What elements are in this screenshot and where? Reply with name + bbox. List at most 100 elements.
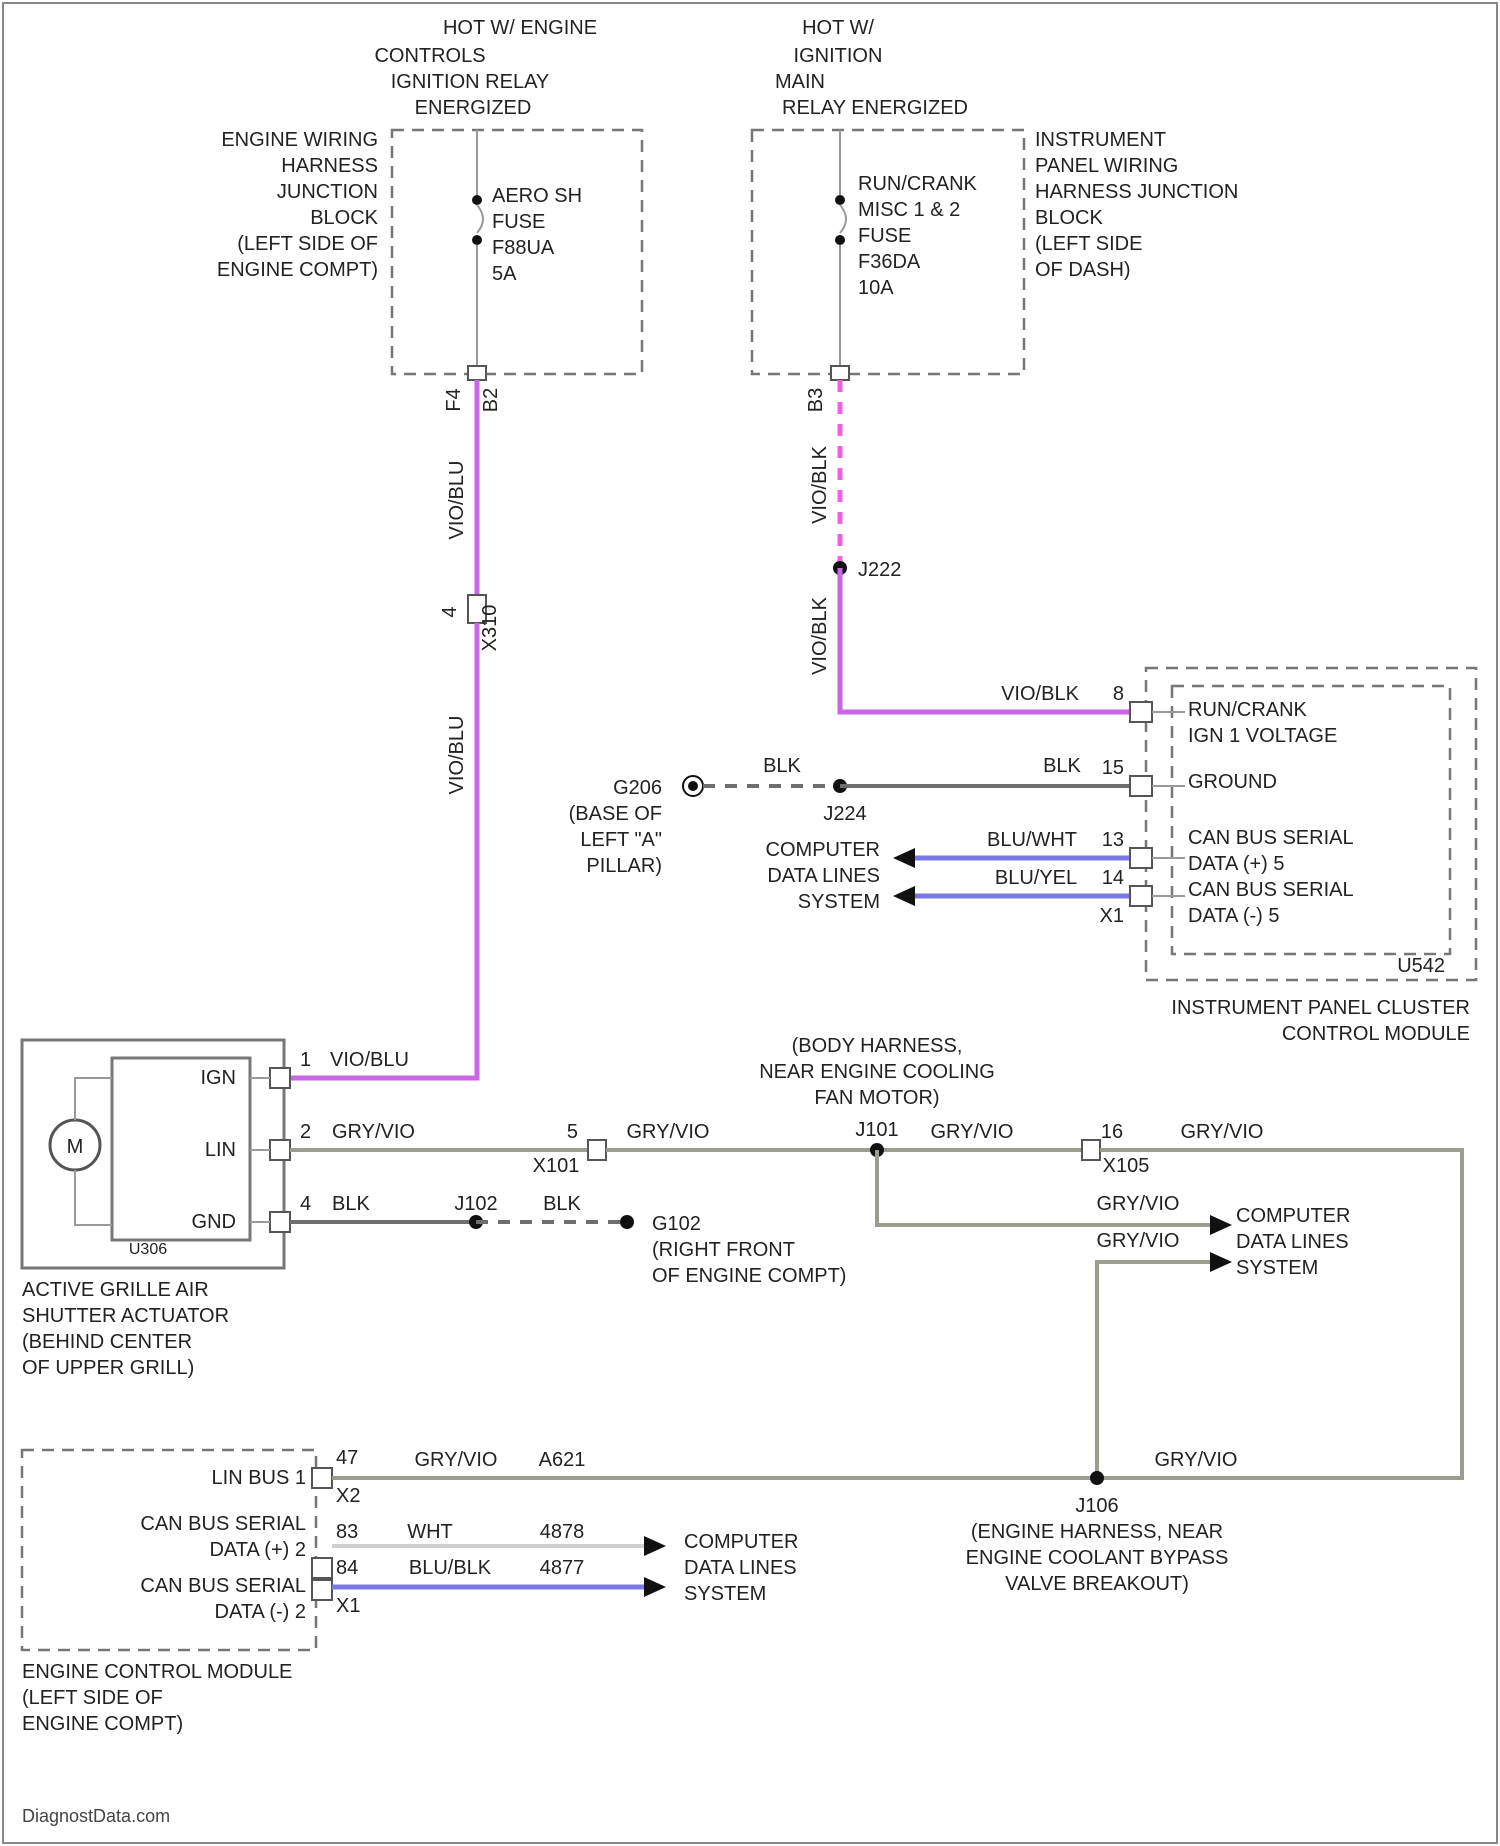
actuator-pin-1-connector bbox=[270, 1068, 290, 1088]
connector-x101 bbox=[588, 1140, 606, 1160]
ground-g206-label-1: (BASE OF bbox=[569, 803, 662, 825]
connector-x101-pin: 5 bbox=[567, 1121, 578, 1143]
arrow-j101-branch bbox=[1210, 1215, 1232, 1235]
ecm-func-can-minus: DATA (-) 2 bbox=[215, 1601, 306, 1623]
engine-block-label-4: BLOCK bbox=[310, 207, 378, 229]
arrow-blu-blk bbox=[644, 1577, 666, 1597]
arrow-blu-wht bbox=[893, 848, 915, 868]
ip-junction-block: INSTRUMENT PANEL WIRING HARNESS JUNCTION… bbox=[752, 129, 1238, 412]
wire-vio-blk-solid bbox=[840, 568, 1130, 712]
header-hot-engine-line-3: IGNITION RELAY bbox=[391, 71, 550, 93]
fuse-runcrank-icon bbox=[840, 205, 846, 233]
ecm-pin-84-connector bbox=[312, 1580, 332, 1600]
fuse-runcrank-desc: MISC 1 & 2 bbox=[858, 199, 960, 221]
engine-block-label-5: (LEFT SIDE OF bbox=[237, 233, 378, 255]
ground-g206-id: G206 bbox=[613, 777, 662, 799]
actuator-pin-4-connector bbox=[270, 1212, 290, 1232]
splice-j106-label: J106 bbox=[1075, 1495, 1118, 1517]
actuator-pin-2-connector bbox=[270, 1140, 290, 1160]
ecm-circuit-4877: 4877 bbox=[540, 1557, 585, 1579]
body-cdl-label-3: SYSTEM bbox=[1236, 1257, 1318, 1279]
ipc-cdl-label-2: DATA LINES bbox=[767, 865, 880, 887]
ecm-pin-84: 84 bbox=[336, 1557, 358, 1579]
wire-gry-vio-label-2: GRY/VIO bbox=[627, 1121, 710, 1143]
ground-g206-center bbox=[688, 781, 698, 791]
body-cdl-label-1: COMPUTER bbox=[1236, 1205, 1350, 1227]
wire-wht-label: WHT bbox=[407, 1521, 453, 1543]
actuator-pin-2: 2 bbox=[300, 1121, 311, 1143]
wire-blk-label-ipc: BLK bbox=[1043, 755, 1081, 777]
splice-j222-label: J222 bbox=[858, 559, 901, 581]
actuator-label-3: (BEHIND CENTER bbox=[22, 1331, 192, 1353]
ipc-func-can-minus-title: CAN BUS SERIAL bbox=[1188, 879, 1354, 901]
fuse-runcrank-terminal-bottom bbox=[835, 235, 845, 245]
ecm-func-can-plus: DATA (+) 2 bbox=[209, 1539, 306, 1561]
splice-j106 bbox=[1090, 1471, 1104, 1485]
motor-label: M bbox=[67, 1136, 84, 1158]
ip-block-label-3: HARNESS JUNCTION bbox=[1035, 181, 1238, 203]
ipc-pin-15-connector bbox=[1130, 776, 1152, 796]
wire-vio-blu-lower bbox=[287, 623, 477, 1078]
ecm-func-can-minus-title: CAN BUS SERIAL bbox=[140, 1575, 306, 1597]
ipc-pin-8-connector bbox=[1130, 702, 1152, 722]
fuse-runcrank-terminal-top bbox=[835, 195, 845, 205]
ecm-pin-47: 47 bbox=[336, 1447, 358, 1469]
ecm-label-3: ENGINE COMPT) bbox=[22, 1713, 183, 1735]
ground-g102-label-1: (RIGHT FRONT bbox=[652, 1239, 795, 1261]
wire-gry-vio-label-1: GRY/VIO bbox=[332, 1121, 415, 1143]
header-hot-engine-line-2: CONTROLS bbox=[374, 45, 485, 67]
wire-gry-vio-loop-label: GRY/VIO bbox=[1155, 1449, 1238, 1471]
fuse-runcrank-type: FUSE bbox=[858, 225, 911, 247]
fuse-runcrank-id: F36DA bbox=[858, 251, 921, 273]
wire-vio-blu-label-upper: VIO/BLU bbox=[446, 461, 468, 540]
wire-gry-vio-ecm-label: GRY/VIO bbox=[415, 1449, 498, 1471]
fuse-aero-type: FUSE bbox=[492, 211, 545, 233]
wire-blk-label-g102: BLK bbox=[543, 1193, 581, 1215]
instrument-panel-cluster: 8 15 13 14 X1 RUN/CRANK IGN 1 VOLTAGE GR… bbox=[1100, 668, 1476, 1045]
wire-vio-blk-runcrank: VIO/BLK J222 VIO/BLK VIO/BLK bbox=[809, 380, 1130, 712]
header-hot-engine-line-4: ENERGIZED bbox=[415, 97, 532, 119]
wire-vio-blk-label-upper: VIO/BLK bbox=[809, 445, 831, 523]
ipc-func-can-minus: DATA (-) 5 bbox=[1188, 905, 1279, 927]
ipc-pin-14: 14 bbox=[1102, 867, 1124, 889]
header-hot-ignition-line-1: HOT W/ bbox=[802, 17, 874, 39]
fuse-aero-icon bbox=[477, 205, 483, 233]
ipc-pin-15: 15 bbox=[1102, 757, 1124, 779]
ecm-pin-83: 83 bbox=[336, 1521, 358, 1543]
splice-j101-label: J101 bbox=[855, 1119, 898, 1141]
splice-j224-label: J224 bbox=[823, 803, 866, 825]
j106-label-2: ENGINE COOLANT BYPASS bbox=[966, 1547, 1229, 1569]
wire-blu-blk-label: BLU/BLK bbox=[409, 1557, 492, 1579]
ipc-func-ign1: IGN 1 VOLTAGE bbox=[1188, 725, 1337, 747]
actuator-func-ign: IGN bbox=[200, 1067, 236, 1089]
header-hot-ignition-line-2: IGNITION bbox=[794, 45, 883, 67]
j106-location: (ENGINE HARNESS, NEAR ENGINE COOLANT BYP… bbox=[966, 1521, 1229, 1595]
wire-blk-label-actuator: BLK bbox=[332, 1193, 370, 1215]
ipc-pin-13-connector bbox=[1130, 848, 1152, 868]
wire-gry-vio-label-5: GRY/VIO bbox=[1097, 1193, 1180, 1215]
watermark: DiagnostData.com bbox=[22, 1806, 170, 1826]
ground-g102-symbol bbox=[620, 1215, 634, 1229]
wire-vio-blk-label-horizontal: VIO/BLK bbox=[1001, 683, 1079, 705]
ecm-pin-47-connector bbox=[312, 1468, 332, 1488]
ecm-cdl-label-1: COMPUTER bbox=[684, 1531, 798, 1553]
ipc-label-1: INSTRUMENT PANEL CLUSTER bbox=[1171, 997, 1470, 1019]
fuse-runcrank-rating: 10A bbox=[858, 277, 894, 299]
connector-x105-id: X105 bbox=[1103, 1155, 1150, 1177]
header-hot-ignition-line-4: RELAY ENERGIZED bbox=[782, 97, 968, 119]
engine-block-label-2: HARNESS bbox=[281, 155, 378, 177]
ground-g206-label-3: PILLAR) bbox=[586, 855, 662, 877]
wire-blu-yel-label: BLU/YEL bbox=[995, 867, 1077, 889]
header-hot-ignition: HOT W/ IGNITION MAIN RELAY ENERGIZED bbox=[775, 17, 968, 119]
engine-block-pin-b2: B2 bbox=[480, 388, 502, 412]
inline-connector-pin: 4 bbox=[439, 606, 461, 617]
ecm-func-can-plus-title: CAN BUS SERIAL bbox=[140, 1513, 306, 1535]
wire-blk-label-dashed: BLK bbox=[763, 755, 801, 777]
ground-g102-id: G102 bbox=[652, 1213, 701, 1235]
ip-block-label-6: OF DASH) bbox=[1035, 259, 1131, 281]
ecm-circuit-4878: 4878 bbox=[540, 1521, 585, 1543]
ecm-label-1: ENGINE CONTROL MODULE bbox=[22, 1661, 292, 1683]
engine-junction-block: ENGINE WIRING HARNESS JUNCTION BLOCK (LE… bbox=[217, 129, 642, 412]
body-harness-label-3: FAN MOTOR) bbox=[814, 1087, 939, 1109]
